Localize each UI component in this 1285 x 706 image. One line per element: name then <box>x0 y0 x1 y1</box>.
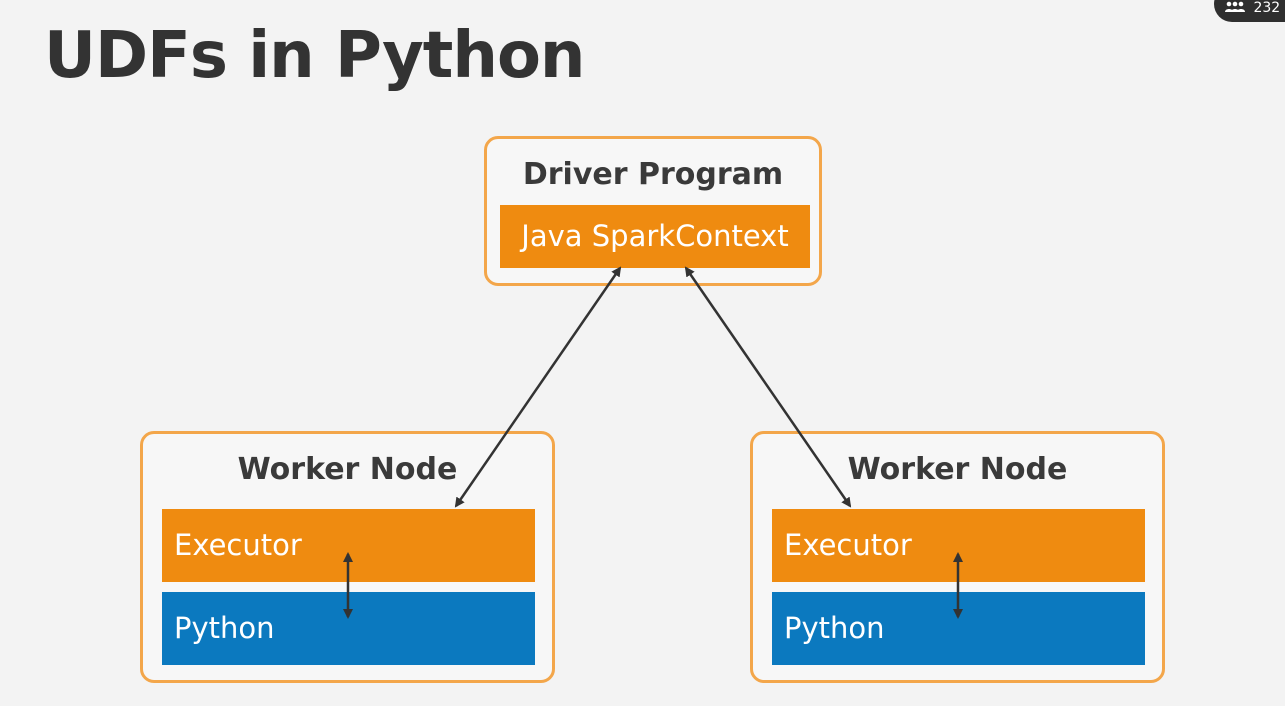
executor-bar: Executor <box>772 509 1145 582</box>
people-icon <box>1225 1 1245 12</box>
worker-node-box-left: Worker Node Executor Python <box>140 431 555 683</box>
driver-program-box: Driver Program Java SparkContext <box>484 136 822 286</box>
worker-node-box-right: Worker Node Executor Python <box>750 431 1165 683</box>
worker-node-title: Worker Node <box>847 452 1068 487</box>
java-sparkcontext-bar: Java SparkContext <box>500 205 810 268</box>
slide-title: UDFs in Python <box>44 19 585 93</box>
driver-program-title: Driver Program <box>522 157 784 192</box>
python-bar: Python <box>772 592 1145 665</box>
participant-count-badge[interactable]: 232 <box>1214 0 1285 22</box>
executor-bar: Executor <box>162 509 535 582</box>
participant-count: 232 <box>1253 0 1281 16</box>
worker-node-title: Worker Node <box>237 452 458 487</box>
python-bar: Python <box>162 592 535 665</box>
